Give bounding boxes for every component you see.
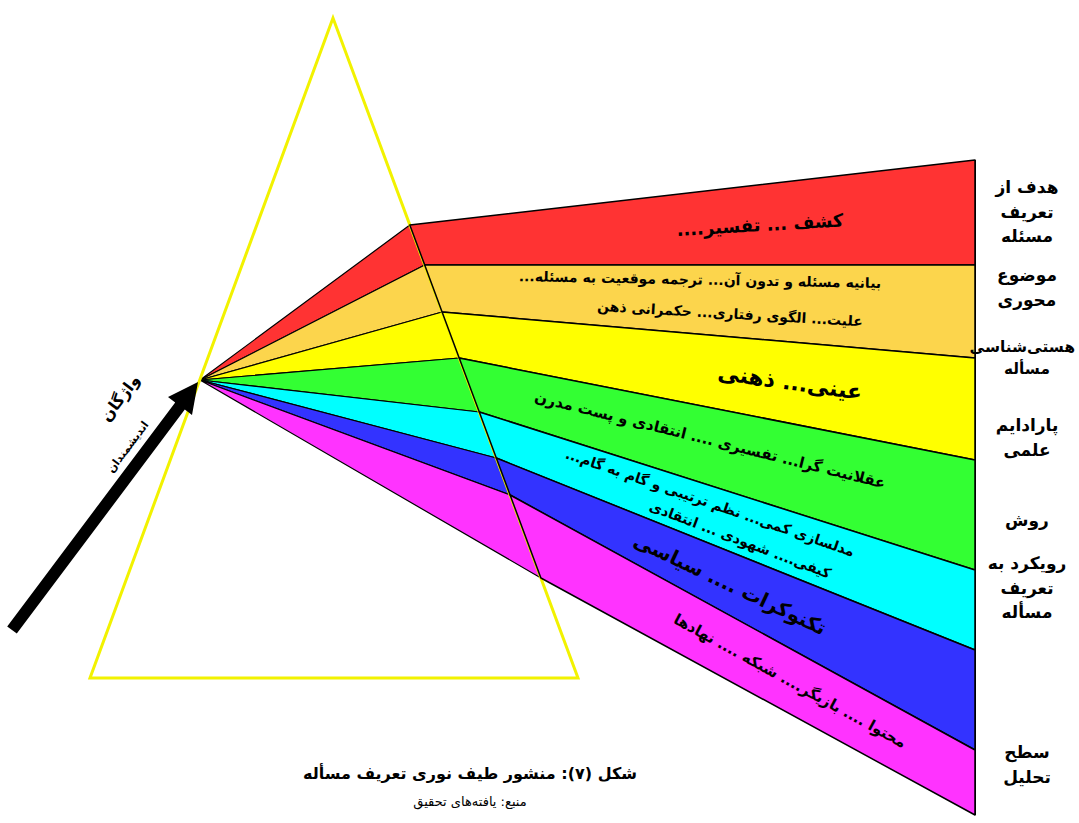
row-heading: هدف از تعریف مسئله	[979, 175, 1075, 249]
row-heading: سطح تحلیل	[979, 740, 1075, 789]
band-text: محتوا .... بازیگر.... شبکه .... نهادها	[671, 610, 910, 752]
figure-caption: شکل (۷): منشور طیف نوری تعریف مسأله	[303, 764, 637, 783]
row-heading: روش	[979, 508, 1075, 533]
row-heading: پارادایم علمی	[979, 413, 1075, 462]
spectrum-band: تکنوکرات .... سیاسی	[496, 458, 975, 750]
row-heading: هستی‌شناسی مسأله	[979, 336, 1075, 380]
spectrum-band: کشف ... تفسیر....	[409, 160, 975, 265]
row-heading: رویکرد به تعریف مسأله	[979, 551, 1075, 625]
row-heading: موضوع محوری	[979, 263, 1075, 312]
arrow-label: اندیشمندان	[104, 419, 151, 476]
band-shape	[496, 458, 975, 750]
band-shape	[409, 160, 975, 265]
arrow-label: واژگان	[96, 371, 143, 425]
source-note: منبع: یافته‌های تحقیق	[413, 794, 526, 809]
